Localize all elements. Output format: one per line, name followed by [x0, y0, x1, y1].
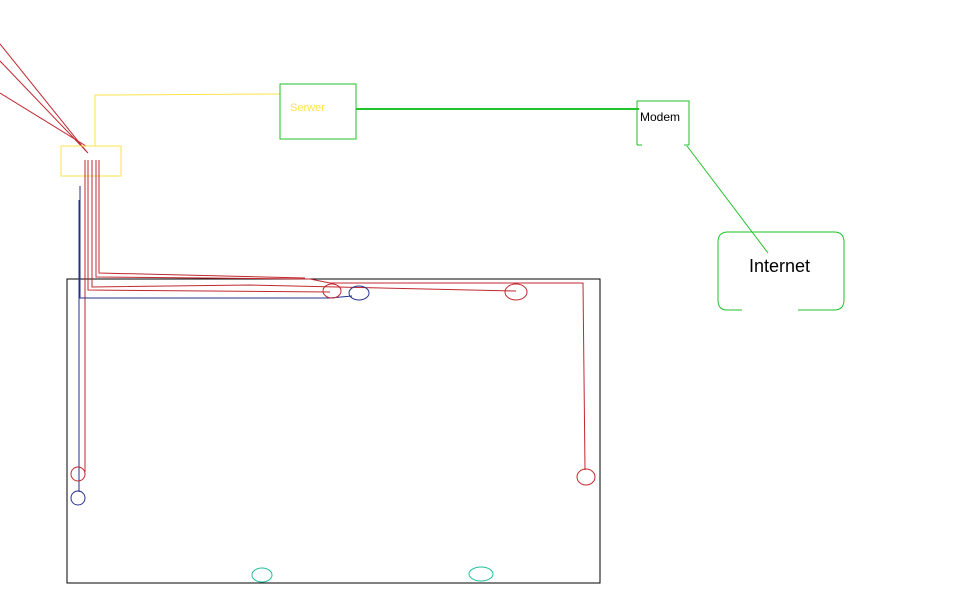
red-socket-4 — [576, 468, 596, 486]
teal-outlet-2 — [468, 566, 494, 582]
server-label: Serwer — [290, 102, 325, 114]
red-socket-1 — [322, 283, 342, 299]
modem-internet-link — [686, 145, 769, 254]
blue-socket-1 — [348, 285, 370, 301]
red-socket-2 — [504, 283, 528, 301]
switch-box — [60, 145, 122, 177]
server-cable — [94, 93, 281, 146]
blue-wires — [78, 186, 353, 492]
blue-socket-2 — [70, 490, 86, 506]
teal-outlet-1 — [251, 567, 273, 583]
modem-label: Modem — [640, 110, 680, 124]
server-box — [279, 83, 357, 140]
internet-label: Internet — [749, 256, 810, 276]
modem-box — [636, 100, 690, 145]
red-socket-3 — [70, 466, 86, 482]
incoming-cables — [0, 43, 89, 154]
red-wires — [84, 160, 586, 472]
building-outline — [66, 278, 601, 584]
internet-box — [717, 231, 845, 311]
